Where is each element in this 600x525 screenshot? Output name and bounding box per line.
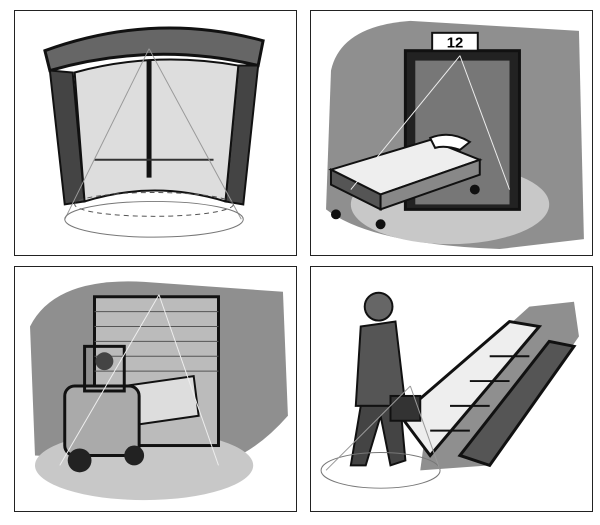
revolving-door-panel (14, 10, 297, 256)
escalator-person-illustration (320, 291, 579, 489)
forklift-door-illustration (30, 281, 288, 501)
escalator-panel (310, 266, 593, 512)
elevator-bed-illustration: 12 (326, 20, 584, 250)
floor-number: 12 (447, 36, 464, 52)
hospital-elevator-panel: 12 (310, 10, 593, 256)
industrial-door-panel (14, 266, 297, 512)
revolving-door-illustration (43, 26, 265, 238)
